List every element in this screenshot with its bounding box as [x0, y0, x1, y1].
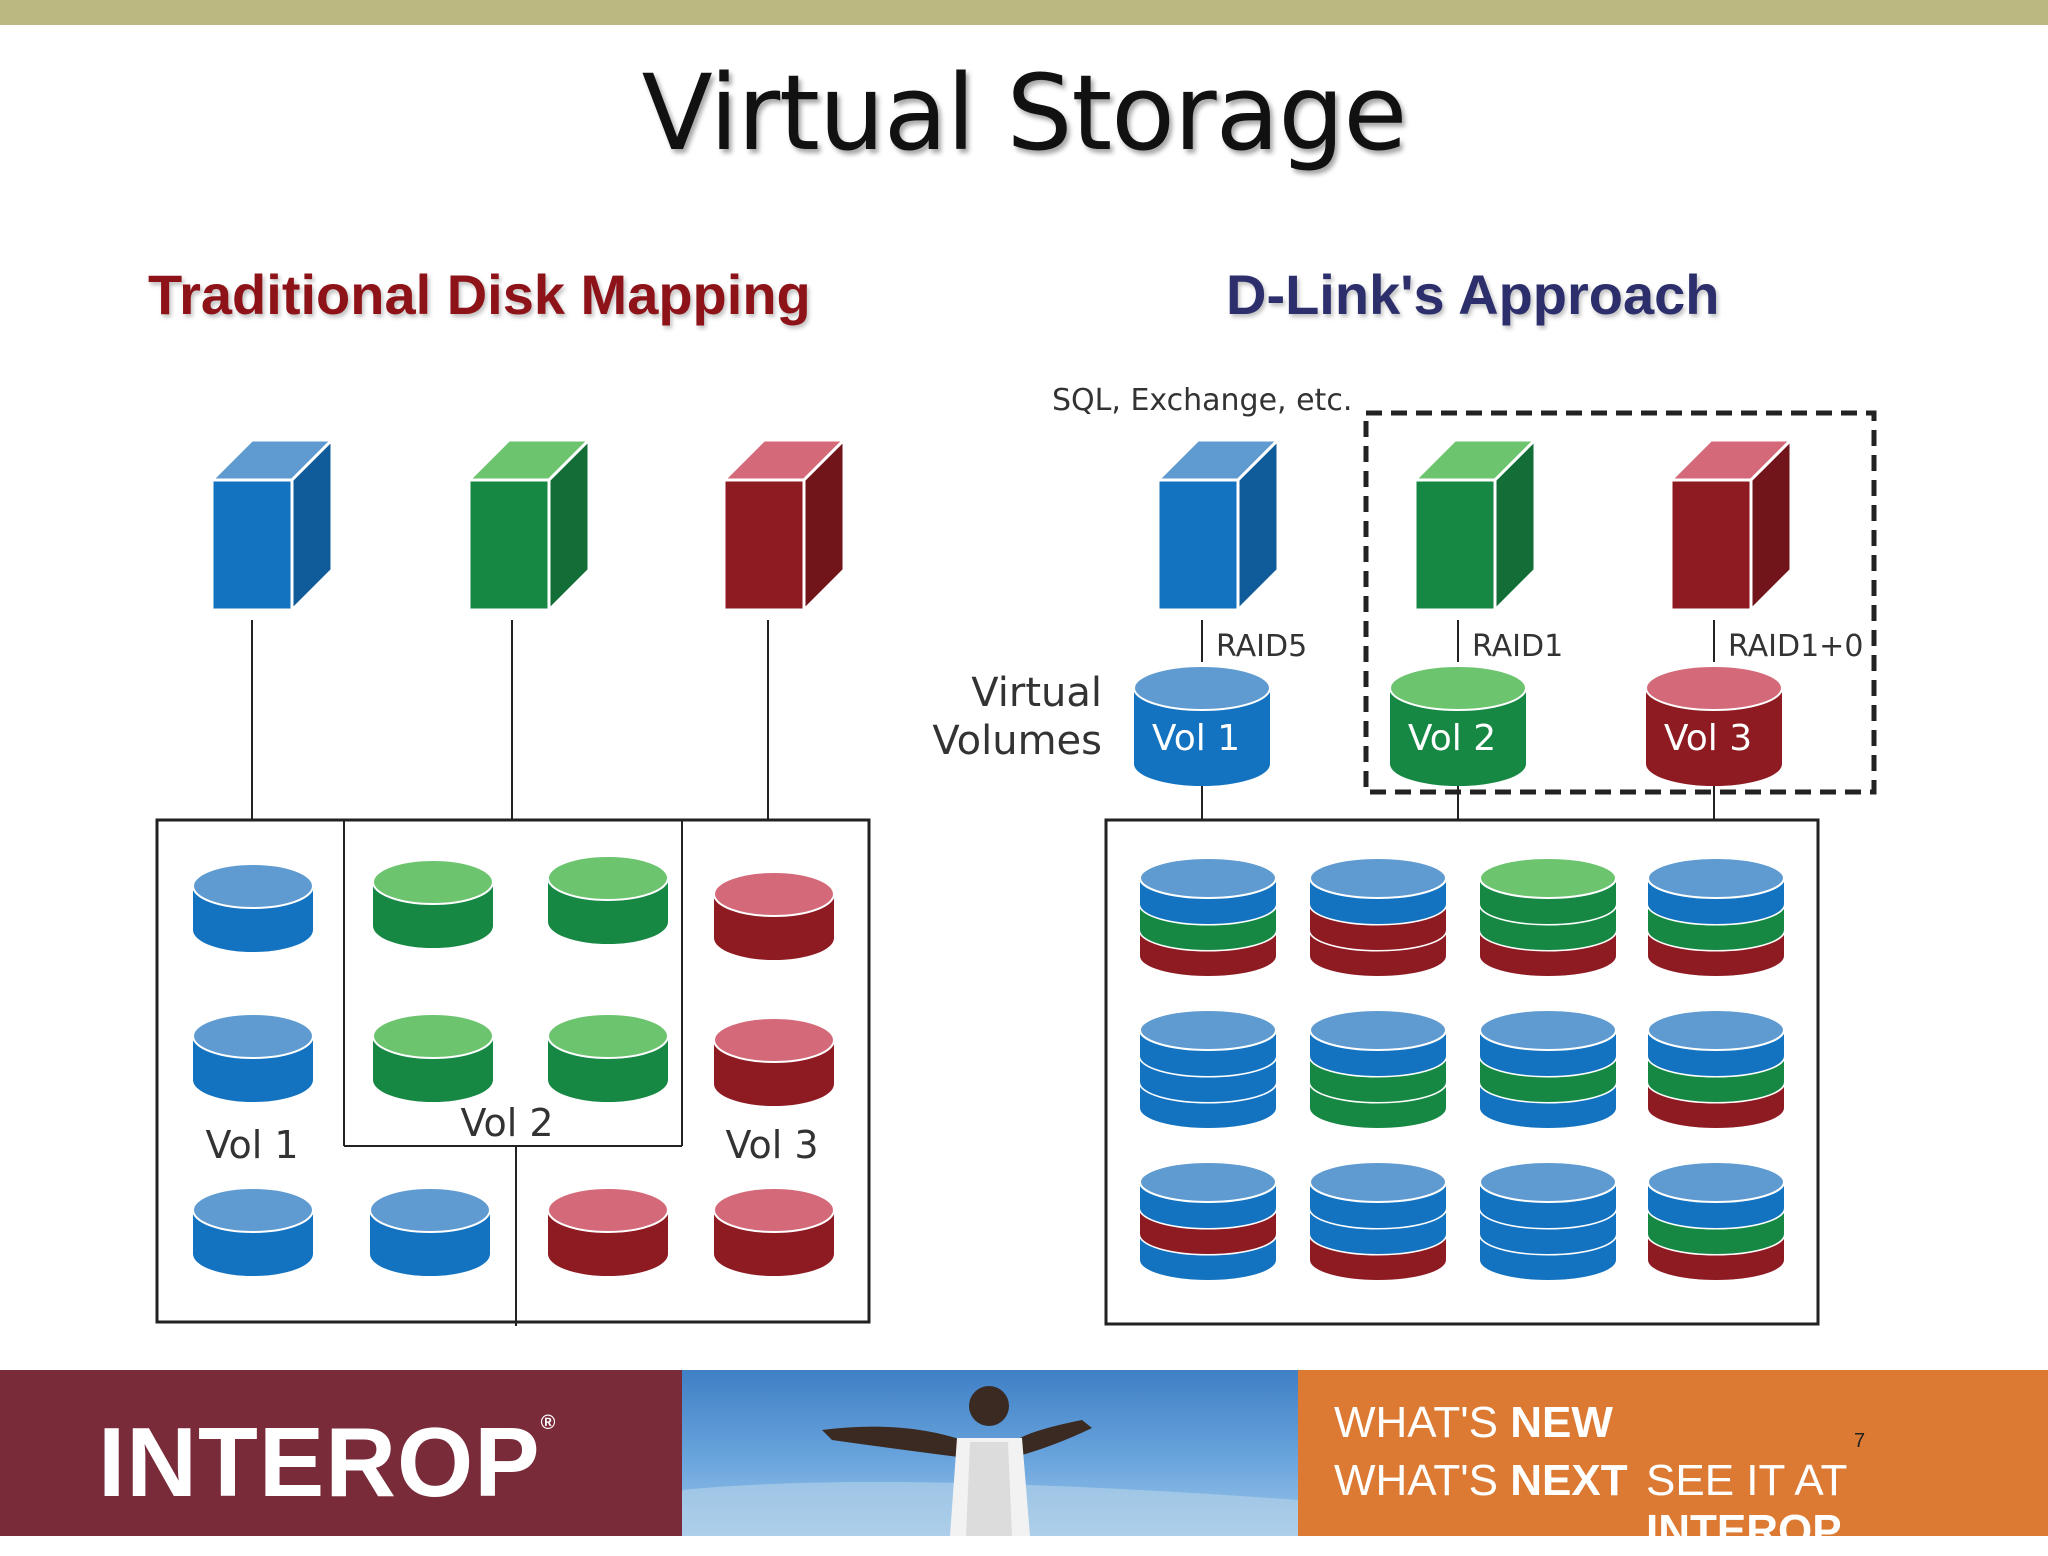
striped-disk-10	[1308, 1161, 1448, 1280]
striped-disk-8	[1646, 1009, 1786, 1128]
virtual-volumes	[1133, 665, 1783, 786]
left-server-blue	[208, 436, 336, 614]
left-disk-9	[192, 1187, 314, 1276]
raid5-label: RAID5	[1216, 629, 1307, 664]
left-server-red	[720, 436, 848, 614]
vvol1-label: Vol 1	[1152, 718, 1240, 759]
right-servers	[1154, 436, 1795, 614]
striped-disk-5	[1138, 1009, 1278, 1128]
dashed-group-outline	[1363, 410, 1877, 795]
left-server-green	[465, 436, 593, 614]
right-disk-enclosure	[1104, 818, 1820, 1326]
left-disk-7	[547, 1013, 669, 1102]
left-disk-1	[192, 863, 314, 952]
footer-photo	[682, 1370, 1298, 1536]
left-disk-3	[547, 855, 669, 944]
storage-diagram: Vol 1 Vol 2 Vol 3 SQL, Exchange, etc. RA…	[155, 383, 1877, 1326]
striped-disk-2	[1308, 857, 1448, 976]
raid10-label: RAID1+0	[1728, 629, 1863, 664]
virtual-volume-2	[1389, 665, 1527, 786]
dlink-heading: D-Link's Approach	[1226, 263, 1720, 326]
striped-disk-1	[1138, 857, 1278, 976]
tagline-next: WHAT'S NEXT	[1334, 1456, 1628, 1505]
left-servers	[208, 436, 848, 614]
top-accent-bar	[0, 0, 2048, 25]
striped-disk-6	[1308, 1009, 1448, 1128]
volumes-label: Volumes	[932, 718, 1102, 764]
striped-disk-7	[1478, 1009, 1618, 1128]
left-vol2-label: Vol 2	[460, 1101, 553, 1145]
striped-disk-12	[1646, 1161, 1786, 1280]
striped-disk-11	[1478, 1161, 1618, 1280]
left-disk-enclosure	[155, 818, 871, 1324]
left-disk-12	[713, 1187, 835, 1276]
striped-disk-9	[1138, 1161, 1278, 1280]
left-vol3-label: Vol 3	[725, 1123, 818, 1167]
man-arms-out-image	[682, 1386, 1298, 1536]
left-disk-6	[372, 1013, 494, 1102]
interop-logo: INTEROP®	[98, 1407, 557, 1517]
right-connectors	[1201, 620, 1715, 820]
virtual-volume-1	[1133, 665, 1271, 786]
slide-title: Virtual Storage	[641, 52, 1408, 174]
tagline-see-it: SEE IT AT INTEROP	[1646, 1456, 1847, 1555]
virtual-label: Virtual	[971, 670, 1102, 716]
vvol3-label: Vol 3	[1664, 718, 1752, 759]
left-disk-2	[372, 859, 494, 948]
apps-label: SQL, Exchange, etc.	[1052, 383, 1352, 418]
right-server-blue	[1154, 436, 1282, 614]
left-disk-4	[713, 871, 835, 960]
vvol2-label: Vol 2	[1408, 718, 1496, 759]
left-connectors	[251, 620, 769, 1326]
striped-disk-3	[1478, 857, 1618, 976]
left-disk-10	[369, 1187, 491, 1276]
tagline-new: WHAT'S NEW	[1334, 1398, 1613, 1447]
traditional-heading: Traditional Disk Mapping	[148, 263, 811, 326]
footer-tagline-panel: WHAT'S NEW WHAT'S NEXT SEE IT AT INTEROP	[1298, 1370, 2048, 1555]
left-vol1-label: Vol 1	[205, 1123, 298, 1167]
left-disk-11	[547, 1187, 669, 1276]
page-number: 7	[1854, 1430, 1866, 1452]
left-disk-5	[192, 1013, 314, 1102]
raid1-label: RAID1	[1472, 629, 1563, 664]
right-server-red	[1667, 436, 1795, 614]
left-disk-8	[713, 1017, 835, 1106]
footer-logo-panel: INTEROP®	[0, 1370, 682, 1536]
virtual-volume-3	[1645, 665, 1783, 786]
right-striped-disks	[1138, 857, 1786, 1280]
footer-banner: INTEROP® WHAT'S NEW WHAT'S NEXT SEE IT A…	[0, 1370, 2048, 1555]
striped-disk-4	[1646, 857, 1786, 976]
right-server-green	[1411, 436, 1539, 614]
left-disks	[192, 855, 835, 1276]
